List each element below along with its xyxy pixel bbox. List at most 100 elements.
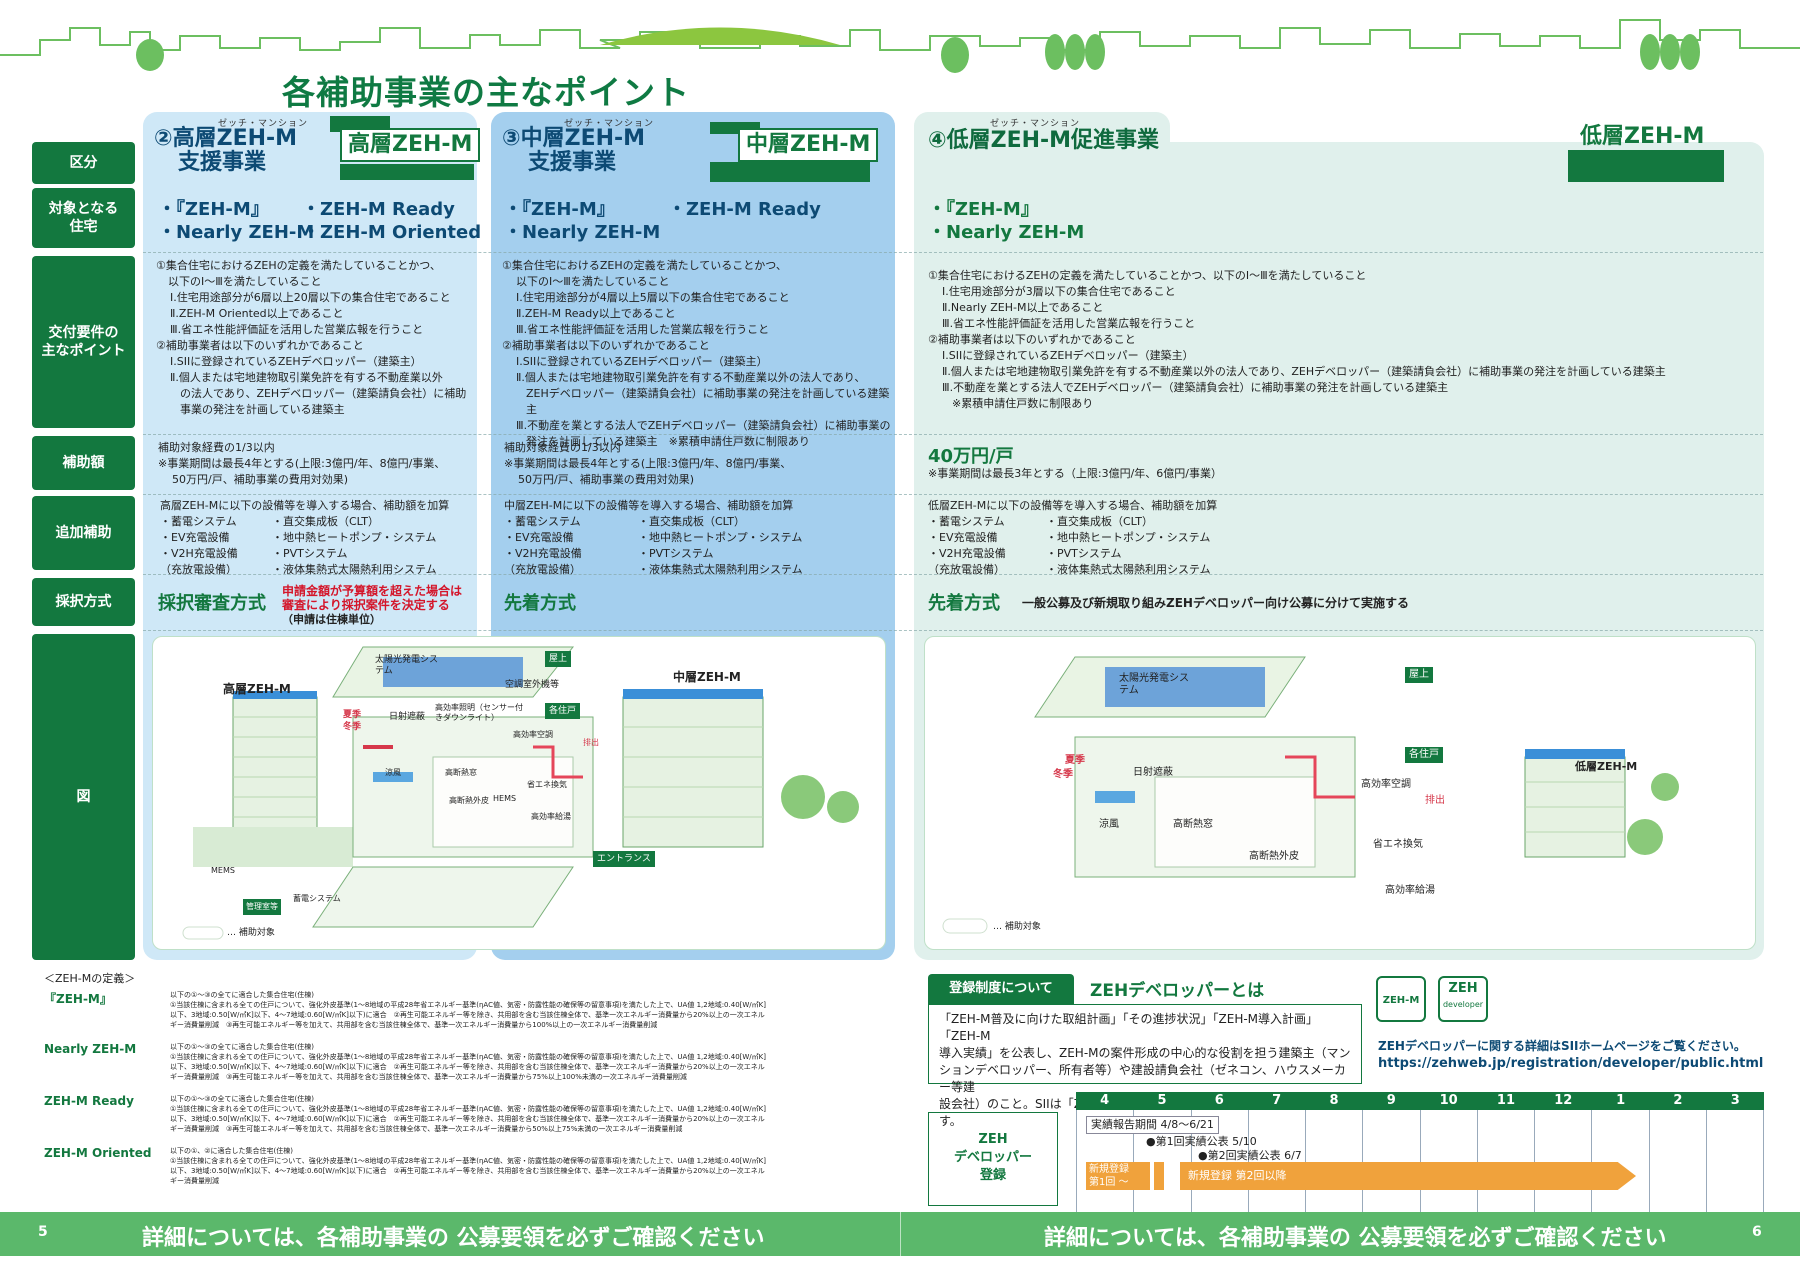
- registration-info: ZEHデベロッパーに関する詳細はSIIホームページをご覧ください。: [1378, 1039, 1746, 1053]
- zehm-definitions: ＜ZEH-Mの定義＞ 『ZEH-M』 以下の①〜③の全てに適合した集合住宅(住棟…: [44, 972, 884, 1186]
- target-a-4: ・ZEH-M Oriented: [302, 222, 482, 243]
- diag-label-mems: MEMS: [211, 866, 235, 875]
- diag-label-mid: 中層ZEH-M: [673, 670, 741, 684]
- row-label-category: 区分: [32, 142, 135, 184]
- defs-heading: ＜ZEH-Mの定義＞: [44, 972, 136, 985]
- page-number-right: 6: [1752, 1224, 1762, 1240]
- ruby-a: ゼッチ・マンション: [218, 119, 309, 129]
- target-b-1: ・『ZEH-M』: [504, 199, 615, 220]
- timeline-new1: 新規登録第1回 〜4/19: [1086, 1162, 1150, 1201]
- diag-r-insul: 高断熱外皮: [1249, 851, 1299, 862]
- col-b-subtitle: 支援事業: [528, 150, 617, 175]
- target-b-2: ・ZEH-M Ready: [668, 199, 821, 220]
- footer-banner: 5 詳細については、各補助事業の 公募要領を必ずご確認ください 詳細については、…: [0, 1212, 1800, 1256]
- def-zehm: 『ZEH-M』 以下の①〜③の全てに適合した集合住宅(住棟)①当該住棟に含まれる…: [44, 991, 766, 1029]
- footer-notice-left: 詳細については、各補助事業の 公募要領を必ずご確認ください: [142, 1226, 765, 1251]
- diag-r-solar: 太陽光発電システム: [1119, 673, 1189, 696]
- badge-high-rise: 高層ZEH-M: [340, 128, 481, 162]
- amount-b: 補助対象経費の1/3以内※事業期間は最長4年とする(上限:3億円/年、8億円/事…: [504, 441, 792, 486]
- registration-heading: ZEHデベロッパーとは: [1090, 981, 1265, 1001]
- additional-c: 低層ZEH-Mに以下の設備等を導入する場合、補助額を加算 ・蓄電システム・EV充…: [928, 499, 1218, 576]
- page-number-left: 5: [38, 1224, 48, 1240]
- registration-body: 「ZEH-M普及に向けた取組計画」「その進捗状況」「ZEH-M導入計画」「ZEH…: [928, 1004, 1362, 1128]
- timeline-new2: 新規登録 第2回以降: [1180, 1162, 1636, 1190]
- building-icon-c: [1568, 150, 1724, 182]
- diag-label-admin: 管理室等: [243, 899, 281, 915]
- diag-label-insul: 高断熱外皮: [449, 796, 489, 805]
- row-label-figure: 図: [32, 634, 135, 960]
- diagram-low: 太陽光発電システム 屋上 各住戸 夏季 冬季 日射遮蔽 高効率空調 排出 涼風 …: [924, 636, 1756, 950]
- method-c-note: 一般公募及び新規取り組みZEHデベロッパー向け公募に分けて実施する: [1022, 596, 1409, 610]
- ruby-c: ゼッチ・マンション: [990, 119, 1081, 129]
- timeline-pub2: ●第2回実績公表 6/7: [1198, 1149, 1302, 1162]
- diag-label-entrance: エントランス: [593, 851, 655, 867]
- diag-label-summer: 夏季: [343, 710, 362, 720]
- diag-label-window: 高断熱窓: [445, 768, 477, 777]
- method-c: 先着方式: [928, 593, 1000, 614]
- diag-r-exhaust: 排出: [1425, 795, 1445, 806]
- target-a-2: ・ZEH-M Ready: [302, 199, 455, 220]
- registration-tab: 登録制度について: [928, 974, 1074, 1004]
- def-ready: ZEH-M Ready 以下の①〜③の全てに適合した集合住宅(住棟)①当該住棟に…: [44, 1094, 766, 1133]
- diag-r-winter: 冬季: [1053, 769, 1073, 780]
- col-b-title: ③中層ZEH-M: [502, 126, 646, 151]
- col-a-title: ②高層ZEH-M: [154, 126, 298, 151]
- target-c-1: ・『ZEH-M』: [928, 199, 1039, 220]
- diag-label-water: 高効率給湯: [531, 812, 571, 821]
- method-a-note: 申請金額が予算額を超えた場合は審査により採択案件を決定する （申請は住棟単位）: [282, 584, 463, 626]
- ruby-b: ゼッチ・マンション: [564, 119, 655, 129]
- timeline-report: 実績報告期間 4/8〜6/21: [1086, 1116, 1219, 1134]
- col-a-subtitle: 支援事業: [178, 150, 267, 175]
- diagram-high-mid: 高層ZEH-M 中層ZEH-M 太陽光発電システム 屋上 空調室外機等 各住戸 …: [152, 636, 886, 950]
- footer-notice-right: 詳細については、各補助事業の 公募要領を必ずご確認ください: [1044, 1226, 1667, 1251]
- row-label-target: 対象となる住宅: [32, 188, 135, 248]
- badge-mid-rise: 中層ZEH-M: [738, 128, 879, 162]
- diag-label-shade: 日射遮蔽: [389, 712, 426, 722]
- target-a-3: ・Nearly ZEH-M: [158, 222, 315, 243]
- diag-label-high: 高層ZEH-M: [223, 682, 291, 696]
- additional-a: 高層ZEH-Mに以下の設備等を導入する場合、補助額を加算 ・蓄電システム・EV充…: [160, 499, 450, 576]
- timeline-gap-bar: [1154, 1162, 1164, 1190]
- diag-r-window: 高断熱窓: [1173, 819, 1213, 830]
- requirements-b: ①集合住宅におけるZEHの定義を満たしていることかつ、以下のⅠ〜Ⅲを満たしている…: [502, 259, 891, 448]
- skyline-illustration: [0, 19, 1800, 73]
- diag-label-each: 各住戸: [545, 703, 581, 719]
- additional-b: 中層ZEH-Mに以下の設備等を導入する場合、補助額を加算 ・蓄電システム・EV充…: [504, 499, 803, 576]
- requirements-c: ①集合住宅におけるZEHの定義を満たしていることかつ、以下のⅠ〜Ⅲを満たしている…: [928, 269, 1666, 410]
- building-base-a: [340, 164, 474, 180]
- def-oriented: ZEH-M Oriented 以下の①、②に適合した集合住宅(住棟)①当該住棟に…: [44, 1146, 766, 1185]
- registration-url[interactable]: https://zehweb.jp/registration/developer…: [1378, 1056, 1764, 1071]
- diag-r-cool: 涼風: [1099, 819, 1119, 830]
- diag-label-exhaust: 排出: [583, 738, 599, 747]
- diag-legend-right: … 補助対象: [993, 922, 1041, 932]
- diag-label-solar: 太陽光発電システム: [375, 655, 439, 676]
- timeline-pub1: ●第1回実績公表 5/10: [1146, 1135, 1257, 1148]
- page-title: 各補助事業の主なポイント: [282, 73, 690, 112]
- diag-label-hems: HEMS: [493, 794, 517, 803]
- col-c-title: ④低層ZEH-M促進事業: [928, 128, 1160, 153]
- diag-r-vent: 省エネ換気: [1373, 839, 1423, 850]
- amount-a: 補助対象経費の1/3以内※事業期間は最長4年とする(上限:3億円/年、8億円/事…: [158, 441, 446, 486]
- method-a: 採択審査方式: [158, 593, 266, 614]
- diag-label-vent: 省エネ換気: [527, 780, 567, 789]
- diag-legend-left: … 補助対象: [227, 928, 275, 938]
- diag-r-low: 低層ZEH-M: [1575, 760, 1638, 773]
- diag-r-roof: 屋上: [1405, 667, 1433, 683]
- target-a-1: ・『ZEH-M』: [158, 199, 269, 220]
- row-label-requirements: 交付要件の主なポイント: [32, 256, 135, 428]
- diag-r-shade: 日射遮蔽: [1133, 767, 1173, 778]
- diag-r-ac: 高効率空調: [1361, 779, 1411, 790]
- requirements-a: ①集合住宅におけるZEHの定義を満たしていることかつ、以下のⅠ〜Ⅲを満たしている…: [156, 259, 467, 416]
- badge-low-rise: 低層ZEH-M: [1580, 124, 1705, 149]
- zeh-developer-logo: ZEH developer: [1438, 976, 1488, 1022]
- diag-r-summer: 夏季: [1065, 755, 1085, 766]
- diag-label-light: 高効率照明（センサー付きダウンライト）: [435, 703, 523, 722]
- row-label-method: 採択方式: [32, 578, 135, 626]
- row-label-additional: 追加補助: [32, 496, 135, 570]
- diag-label-roof: 屋上: [545, 651, 572, 667]
- def-nearly: Nearly ZEH-M 以下の①〜③の全てに適合した集合住宅(住棟)①当該住棟…: [44, 1042, 766, 1081]
- building-base-b: [710, 162, 870, 182]
- zehm-logo: ZEH-M: [1376, 976, 1426, 1022]
- method-b: 先着方式: [504, 593, 576, 614]
